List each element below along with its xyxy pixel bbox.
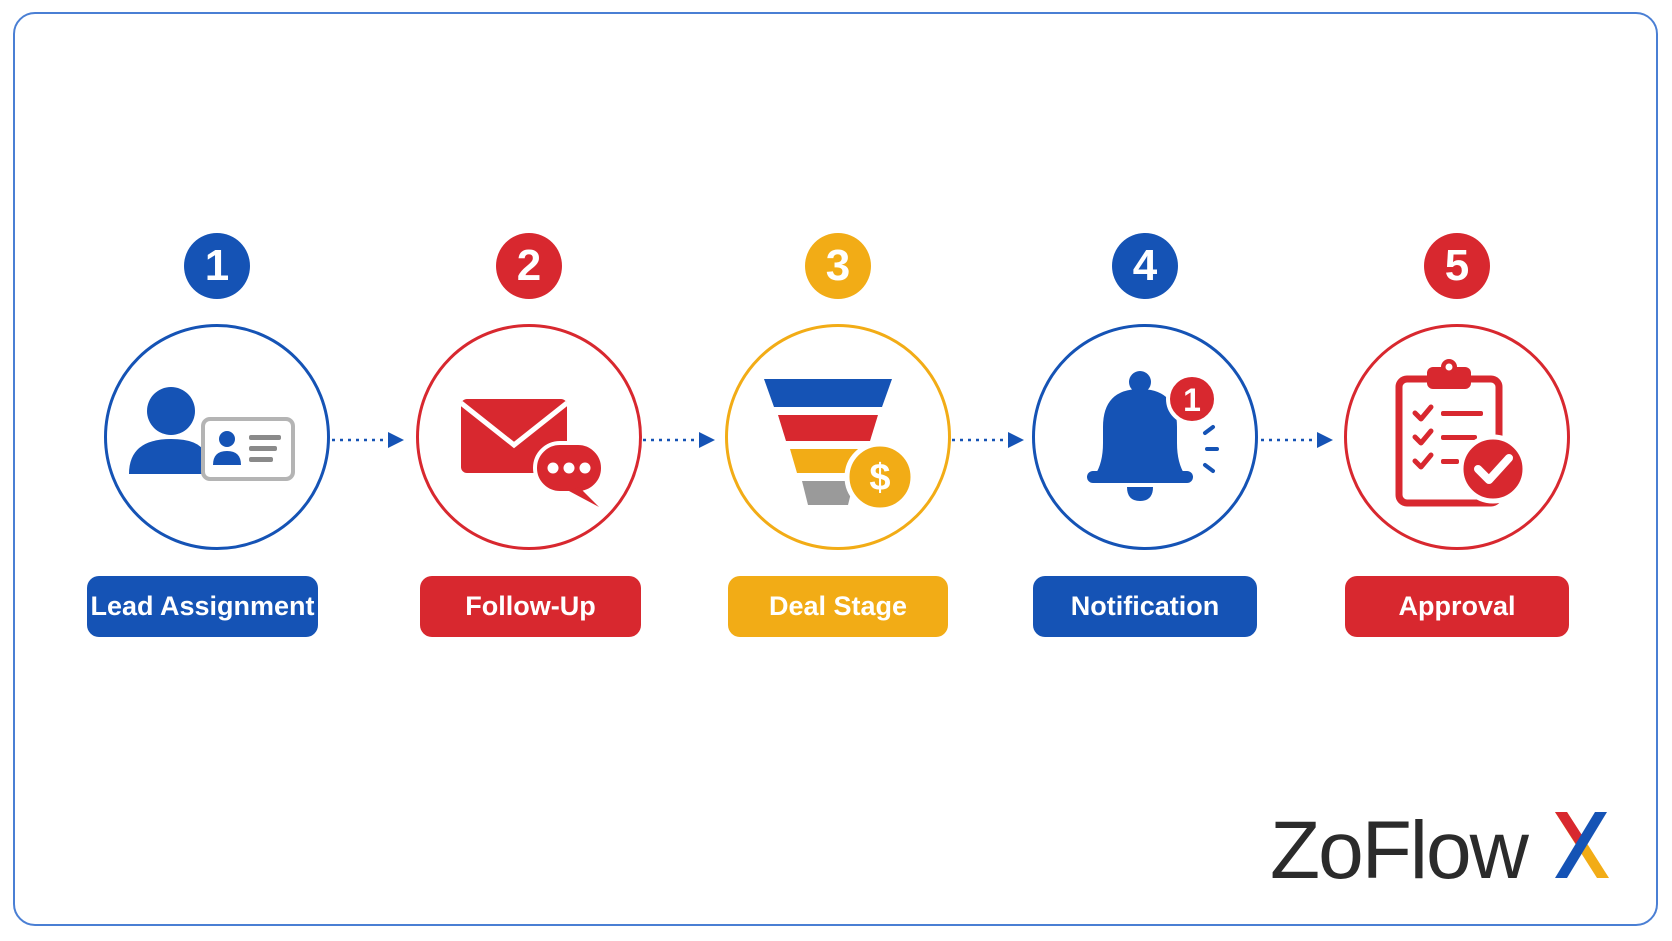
step-approval: 5 Approval [1327, 0, 1587, 941]
svg-text:$: $ [869, 457, 890, 499]
step-label: Notification [1033, 576, 1257, 637]
email-chat-icon [459, 399, 605, 507]
step-number-badge: 4 [1112, 233, 1178, 299]
user-id-card-icon [129, 387, 295, 481]
step-icon-circle: $ [725, 324, 951, 550]
clipboard-check-icon [1395, 359, 1528, 507]
step-label: Approval [1345, 576, 1569, 637]
logo-x-mark [1555, 812, 1609, 878]
logo-wordmark: ZoFlow [1270, 805, 1530, 890]
step-label: Deal Stage [728, 576, 948, 637]
bell-notification-icon: 1 [1087, 371, 1219, 501]
step-number-badge: 2 [496, 233, 562, 299]
step-icon-circle [1344, 324, 1570, 550]
step-number-badge: 5 [1424, 233, 1490, 299]
step-icon-circle [416, 324, 642, 550]
flow-arrow [643, 430, 717, 450]
zoflowx-logo: ZoFlow [1270, 800, 1615, 896]
step-icon-circle [104, 324, 330, 550]
step-label: Follow-Up [420, 576, 641, 637]
step-icon-circle: 1 [1032, 324, 1258, 550]
step-lead-assignment: 1 Lead Assignment [87, 0, 347, 941]
step-number-badge: 1 [184, 233, 250, 299]
flow-arrow [332, 430, 406, 450]
flow-arrow [1261, 430, 1335, 450]
step-number-badge: 3 [805, 233, 871, 299]
step-follow-up: 2 Follow-Up [399, 0, 659, 941]
step-label: Lead Assignment [87, 576, 318, 637]
step-deal-stage: 3 $ Deal Stage [708, 0, 968, 941]
sales-funnel-dollar-icon: $ [764, 379, 916, 513]
step-notification: 4 1 Notification [1015, 0, 1275, 941]
notification-count-badge: 1 [1183, 382, 1201, 418]
flow-arrow [952, 430, 1026, 450]
